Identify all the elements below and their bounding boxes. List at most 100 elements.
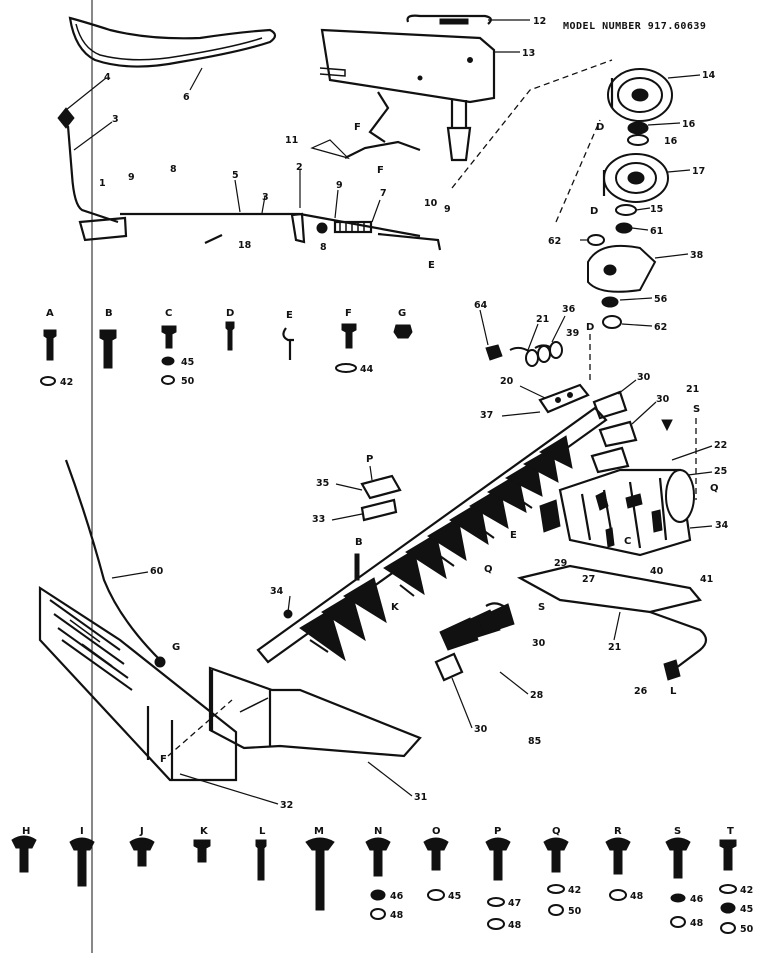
callout-6: 6 [183,92,190,103]
callout-32: 32 [280,800,293,811]
link-2 [290,170,306,244]
hardware-letter-e: E [286,310,293,321]
bolt-n: N 46 48 [365,826,404,921]
callout-14: 14 [702,70,716,81]
callout-3b: 3 [262,192,269,203]
hardware-n-sub-46: 46 [390,891,404,902]
hardware-letter-f: F [345,308,352,319]
hardware-t-sub-45: 45 [740,904,753,915]
hardware-letter-n: N [374,826,382,837]
pulley-38 [587,244,657,293]
callout-21-lower: 21 [608,642,621,653]
hardware-t-sub-42: 42 [740,885,753,896]
callout-8b: 8 [320,242,327,253]
letter-f-shoe: F [160,754,167,765]
inner-shoe [208,666,422,758]
letter-b-bar: B [355,537,363,548]
callout-35: 35 [316,478,329,489]
rod-10 [377,232,442,251]
hardware-letter-b: B [105,308,113,319]
callout-12: 12 [533,16,546,27]
bolt-o: O 45 [423,826,461,902]
callout-34-right: 34 [715,520,729,531]
v-belt [68,16,277,68]
hardware-letter-a: A [46,308,54,319]
letter-q-knife: Q [484,564,493,575]
callout-60: 60 [150,566,164,577]
lever-arm-upper [368,91,390,143]
bolt-d: D [225,308,235,351]
bracket-13 [319,28,520,162]
callout-21-mid: 21 [686,384,699,395]
bolt-r: R 48 [605,826,644,902]
bolt-j: J [129,826,155,867]
callout-16b: 16 [664,136,678,147]
callout-36: 36 [562,304,576,315]
hardware-o-sub-45: 45 [448,891,461,902]
callout-9: 9 [128,172,135,183]
bolt-f: F 44 [335,308,374,375]
callout-11: 11 [285,135,298,146]
washer-16 [627,121,649,135]
callout-34-left: 34 [270,586,284,597]
hardware-s-sub-48: 48 [690,918,704,929]
control-rod [120,212,421,238]
hardware-c-sub-45: 45 [181,357,194,368]
letter-p-guard: P [366,454,373,465]
bolt-s: S 46 48 [665,826,704,929]
letter-f-upper: F [354,122,361,133]
hardware-c-sub-50: 50 [181,376,195,387]
callout-41: 41 [700,574,713,585]
pin-18 [204,234,223,244]
callout-4: 4 [104,72,111,83]
callout-64: 64 [474,300,488,311]
callout-26: 26 [634,686,648,697]
figure-mark: 85 [528,736,541,747]
callout-15: 15 [650,204,663,215]
callout-62-upper: 62 [548,236,561,247]
bolt-m: M [305,826,335,911]
hardware-letter-l: L [259,826,266,837]
callout-33: 33 [312,514,325,525]
letter-k-bar: K [391,602,400,613]
hardware-p-sub-47: 47 [508,898,521,909]
hardware-letter-p: P [494,826,501,837]
pitman-arm [516,564,708,681]
hardware-t-sub-50: 50 [740,924,754,935]
letter-f-lower: F [377,165,384,176]
washer-56 [601,296,619,308]
clip-assembly [479,309,563,367]
letter-d-upper: D [596,122,604,133]
cone-pin [661,419,673,432]
lever-arm-lower [344,140,421,159]
bolt-i: I [69,826,95,887]
callout-22: 22 [714,440,727,451]
lift-rod-60 [64,459,161,661]
hardware-q-sub-42: 42 [568,885,581,896]
callout-30-knife: 30 [532,638,546,649]
callout-10: 10 [424,198,438,209]
hardware-q-sub-50: 50 [568,906,582,917]
callout-56: 56 [654,294,668,305]
letter-s-right: S [693,404,700,415]
bolt-k: K [193,826,211,863]
bolt-p: P 47 48 [485,826,522,931]
washer-62 [602,315,622,329]
bolt-e: E [282,310,294,360]
callout-27: 27 [582,574,595,585]
callout-38: 38 [690,250,704,261]
callout-17: 17 [692,166,705,177]
guard-plate-35: P [360,454,402,500]
letter-c-housing: C [624,536,631,547]
letter-q-right: Q [710,483,719,494]
letter-l-pitman: L [670,686,677,697]
hardware-letter-d: D [226,308,234,319]
hardware-letter-m: M [314,826,324,837]
callout-3: 3 [112,114,119,125]
nut-g: G [393,308,413,339]
hardware-letter-c: C [165,308,172,319]
callout-25: 25 [714,466,727,477]
cutter-drive-housing [539,468,695,557]
hardware-letter-q: Q [552,826,561,837]
